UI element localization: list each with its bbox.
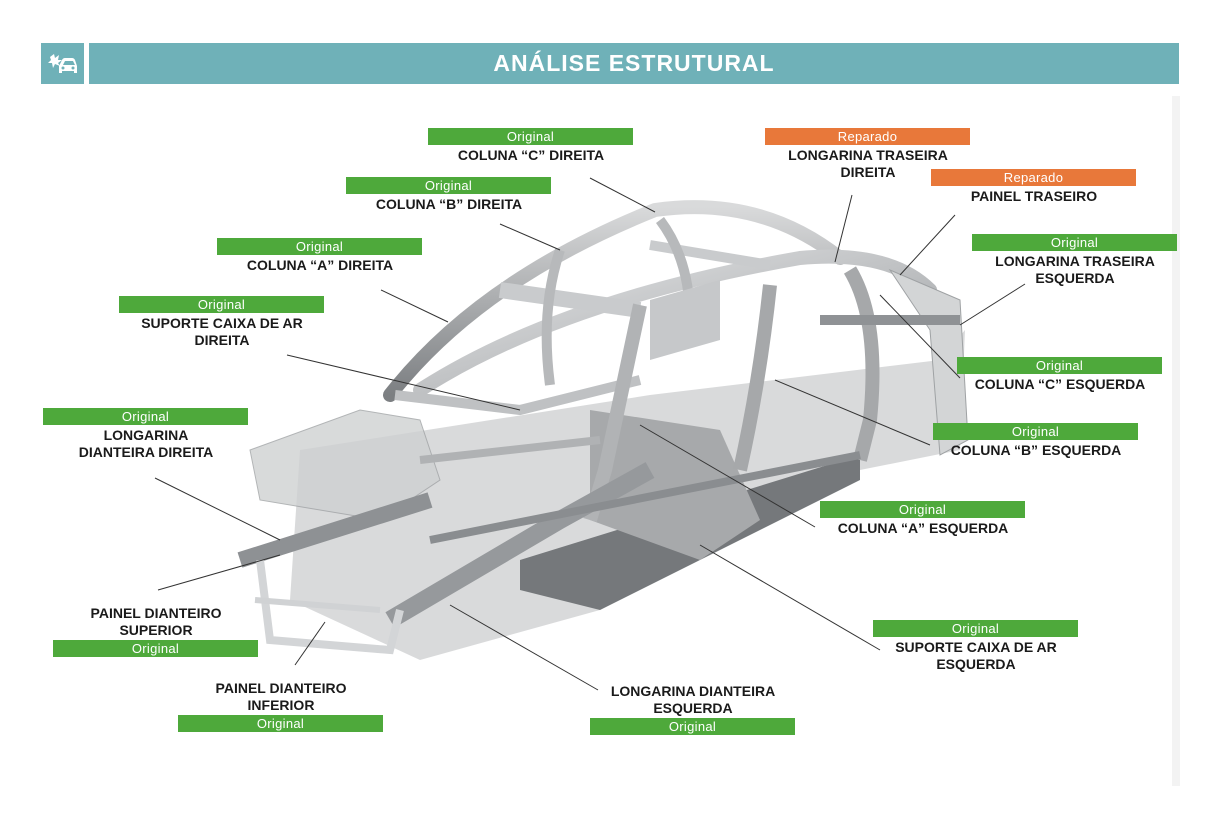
status-badge: Original — [178, 715, 383, 732]
leader-lines — [154, 177, 1026, 691]
callout-coluna-a-direita: Original COLUNA “A” DIREITA — [217, 238, 422, 274]
c-pillar-left — [843, 266, 880, 462]
callout-painel-traseiro: Reparado PAINEL TRASEIRO — [931, 169, 1136, 205]
part-label: LONGARINA TRASEIRA DIREITA — [788, 147, 948, 180]
callout-coluna-c-direita: Original COLUNA “C” DIREITA — [428, 128, 633, 164]
engine-bay-rail — [419, 436, 601, 464]
part-label: PAINEL DIANTEIRO SUPERIOR — [90, 605, 222, 638]
car-crash-icon — [47, 53, 77, 73]
floor-tunnel — [590, 410, 760, 560]
page-title: ANÁLISE ESTRUTURAL — [493, 50, 775, 76]
part-label: COLUNA “B” DIREITA — [375, 196, 523, 212]
callout-longarina-dianteira-esquerda: LONGARINA DIANTEIRA ESQUERDA Original — [590, 683, 795, 735]
front-rail-right — [237, 492, 433, 568]
callout-longarina-traseira-direita: Reparado LONGARINA TRASEIRA DIREITA — [765, 128, 970, 181]
callout-painel-dianteiro-superior: PAINEL DIANTEIRO SUPERIOR Original — [53, 605, 258, 657]
status-badge: Original — [933, 423, 1138, 440]
callout-coluna-c-esquerda: Original COLUNA “C” ESQUERDA — [957, 357, 1162, 393]
status-badge: Reparado — [931, 169, 1136, 186]
status-badge: Original — [957, 357, 1162, 374]
callout-coluna-b-direita: Original COLUNA “B” DIREITA — [346, 177, 551, 213]
status-badge: Original — [217, 238, 422, 255]
callout-coluna-a-esquerda: Original COLUNA “A” ESQUERDA — [820, 501, 1025, 537]
callout-suporte-caixa-ar-direita: Original SUPORTE CAIXA DE AR DIREITA — [119, 296, 324, 349]
status-badge: Original — [590, 718, 795, 735]
callout-coluna-b-esquerda: Original COLUNA “B” ESQUERDA — [933, 423, 1138, 459]
header-icon-box — [41, 43, 84, 84]
status-badge: Original — [820, 501, 1025, 518]
callout-longarina-dianteira-direita: Original LONGARINA DIANTEIRA DIREITA — [43, 408, 248, 461]
part-label: COLUNA “B” ESQUERDA — [950, 442, 1122, 458]
a-pillar-left — [583, 303, 647, 523]
part-label: LONGARINA DIANTEIRA DIREITA — [78, 427, 214, 460]
b-pillar-left — [733, 284, 777, 472]
rocker-left — [429, 451, 861, 544]
callout-suporte-caixa-ar-esquerda: Original SUPORTE CAIXA DE AR ESQUERDA — [873, 620, 1078, 673]
status-badge: Original — [43, 408, 248, 425]
status-badge: Original — [119, 296, 324, 313]
roof-rail-left — [413, 249, 937, 397]
status-badge: Original — [428, 128, 633, 145]
roof-cross-member-front — [498, 282, 642, 318]
status-badge: Reparado — [765, 128, 970, 145]
part-label: COLUNA “A” ESQUERDA — [837, 520, 1009, 536]
status-badge: Original — [53, 640, 258, 657]
status-badge: Original — [346, 177, 551, 194]
part-label: COLUNA “A” DIREITA — [246, 257, 394, 273]
part-label: LONGARINA TRASEIRA ESQUERDA — [995, 253, 1155, 286]
callout-painel-dianteiro-inferior: PAINEL DIANTEIRO INFERIOR Original — [178, 680, 383, 732]
roof-rail-right — [383, 200, 847, 402]
part-label: LONGARINA DIANTEIRA ESQUERDA — [610, 683, 776, 716]
seat-mount — [650, 280, 720, 360]
front-lower-panel — [254, 597, 381, 613]
header-bar: ANÁLISE ESTRUTURAL — [89, 43, 1179, 84]
status-badge: Original — [873, 620, 1078, 637]
right-divider — [1172, 96, 1180, 786]
b-pillar-right — [541, 248, 565, 386]
part-label: COLUNA “C” ESQUERDA — [974, 376, 1146, 392]
roof-cross-member-rear — [649, 240, 771, 270]
part-label: COLUNA “C” DIREITA — [457, 147, 605, 163]
part-label: SUPORTE CAIXA DE AR DIREITA — [141, 315, 303, 348]
part-label: SUPORTE CAIXA DE AR ESQUERDA — [895, 639, 1057, 672]
status-badge: Original — [972, 234, 1177, 251]
front-crossbeam — [249, 409, 441, 521]
car-body-frame — [237, 200, 969, 660]
part-label: PAINEL DIANTEIRO INFERIOR — [215, 680, 347, 713]
callout-longarina-traseira-esquerda: Original LONGARINA TRASEIRA ESQUERDA — [972, 234, 1177, 287]
part-label: PAINEL TRASEIRO — [970, 188, 1098, 204]
